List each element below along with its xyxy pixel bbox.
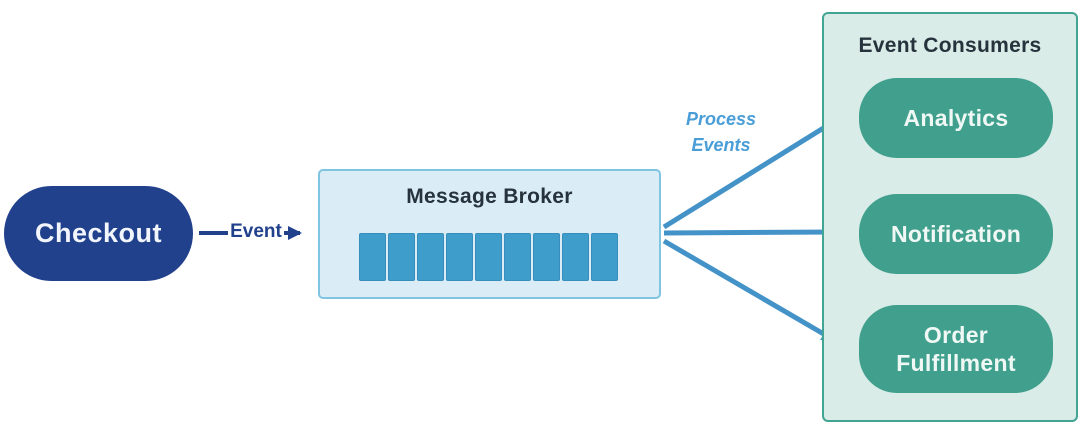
process-events-annotation: Process Events [656, 106, 786, 158]
queue-slot [533, 233, 560, 281]
consumer-node-order-fulfillment: Order Fulfillment [859, 305, 1053, 393]
queue-slot [417, 233, 444, 281]
fan-arrow-notification [663, 225, 840, 240]
consumer-label: Notification [890, 221, 1022, 247]
queue-slot [359, 233, 386, 281]
producer-node-checkout: Checkout [4, 186, 193, 281]
consumer-label: Analytics [903, 105, 1009, 131]
broker-queue [359, 233, 618, 281]
queue-slot [446, 233, 473, 281]
process-events-line2: Events [691, 135, 751, 155]
process-events-line1: Process [685, 109, 757, 129]
consumer-node-notification: Notification [859, 194, 1053, 274]
producer-label: Checkout [34, 218, 163, 248]
broker-node: Message Broker [318, 169, 661, 299]
broker-title: Message Broker [406, 185, 573, 208]
event-connector-label: Event [230, 221, 282, 242]
consumer-label: Order Fulfillment [896, 322, 1016, 376]
queue-slot [562, 233, 589, 281]
event-consumers-panel: Event Consumers Analytics Notification O… [822, 12, 1078, 422]
queue-slot [504, 233, 531, 281]
queue-slot [591, 233, 618, 281]
event-consumers-title: Event Consumers [858, 34, 1042, 57]
queue-slot [475, 233, 502, 281]
queue-slot [388, 233, 415, 281]
fan-arrow-order-fulfillment [662, 238, 836, 343]
consumer-node-analytics: Analytics [859, 78, 1053, 158]
